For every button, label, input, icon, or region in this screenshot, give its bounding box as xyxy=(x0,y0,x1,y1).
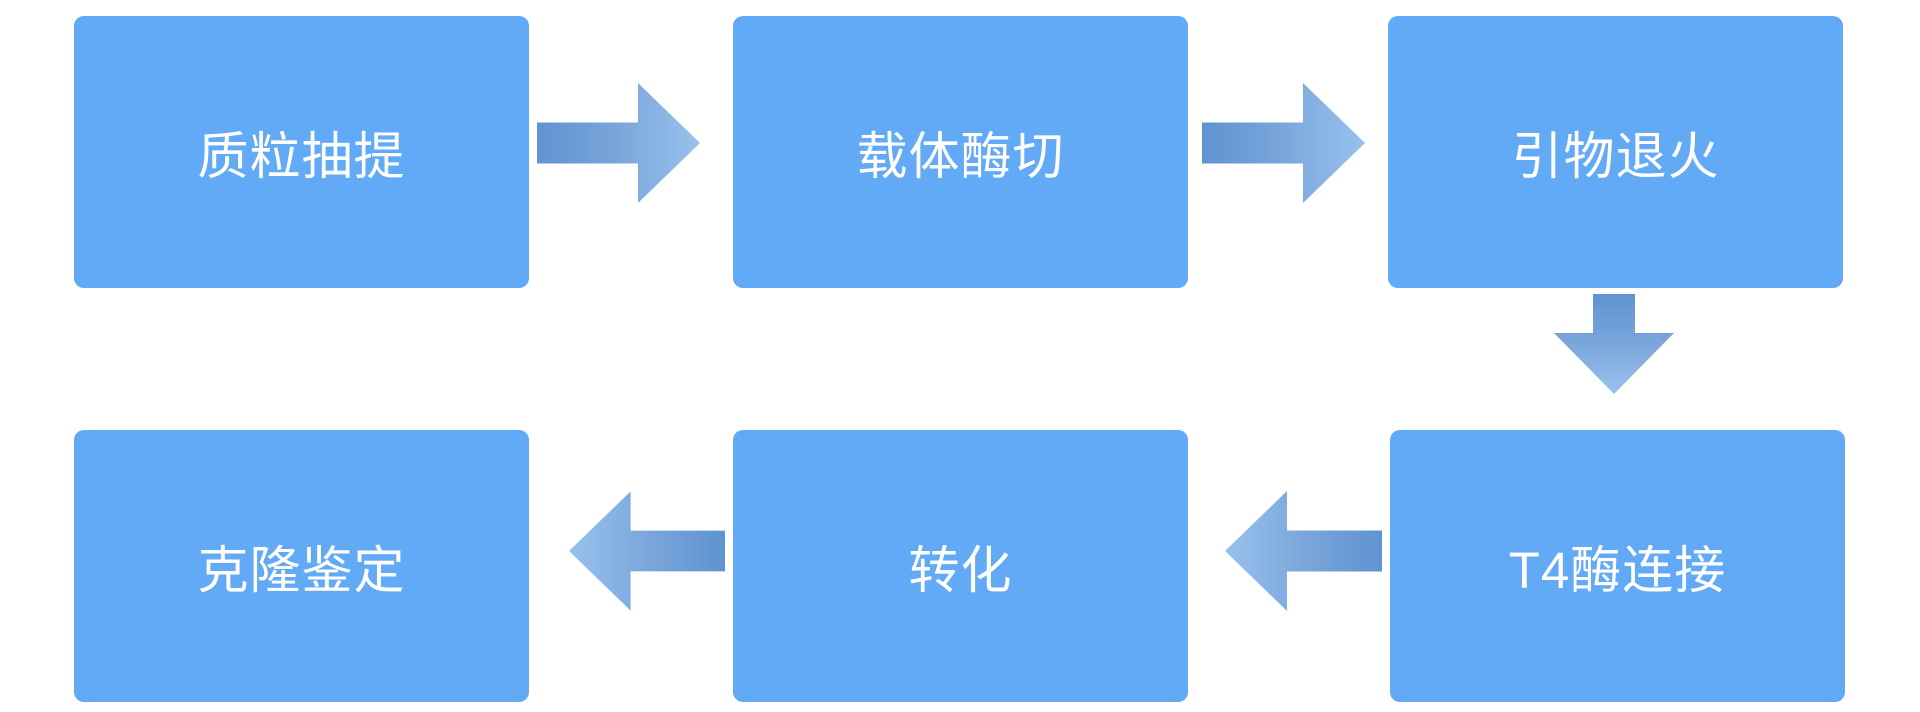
arrow-left-icon xyxy=(569,491,725,611)
flow-node-label: 克隆鉴定 xyxy=(197,542,406,599)
flow-node-t4-ligation: T4酶连接 xyxy=(1390,430,1845,702)
flow-node-label: 载体酶切 xyxy=(856,128,1065,185)
flow-node-label: 转化 xyxy=(908,542,1013,599)
flow-node-vector-digestion: 载体酶切 xyxy=(733,16,1188,288)
flow-node-primer-annealing: 引物退火 xyxy=(1388,16,1843,288)
arrow-right-icon xyxy=(1202,83,1365,203)
arrow-left-icon xyxy=(1225,491,1382,611)
flow-node-label: 引物退火 xyxy=(1511,128,1720,185)
flow-node-plasmid-extraction: 质粒抽提 xyxy=(74,16,529,288)
flow-node-transformation: 转化 xyxy=(733,430,1188,702)
flow-node-label: T4酶连接 xyxy=(1508,542,1727,599)
flow-node-clone-identification: 克隆鉴定 xyxy=(74,430,529,702)
arrow-right-icon xyxy=(537,83,700,203)
arrow-down-icon xyxy=(1554,294,1674,394)
flow-node-label: 质粒抽提 xyxy=(197,128,406,185)
